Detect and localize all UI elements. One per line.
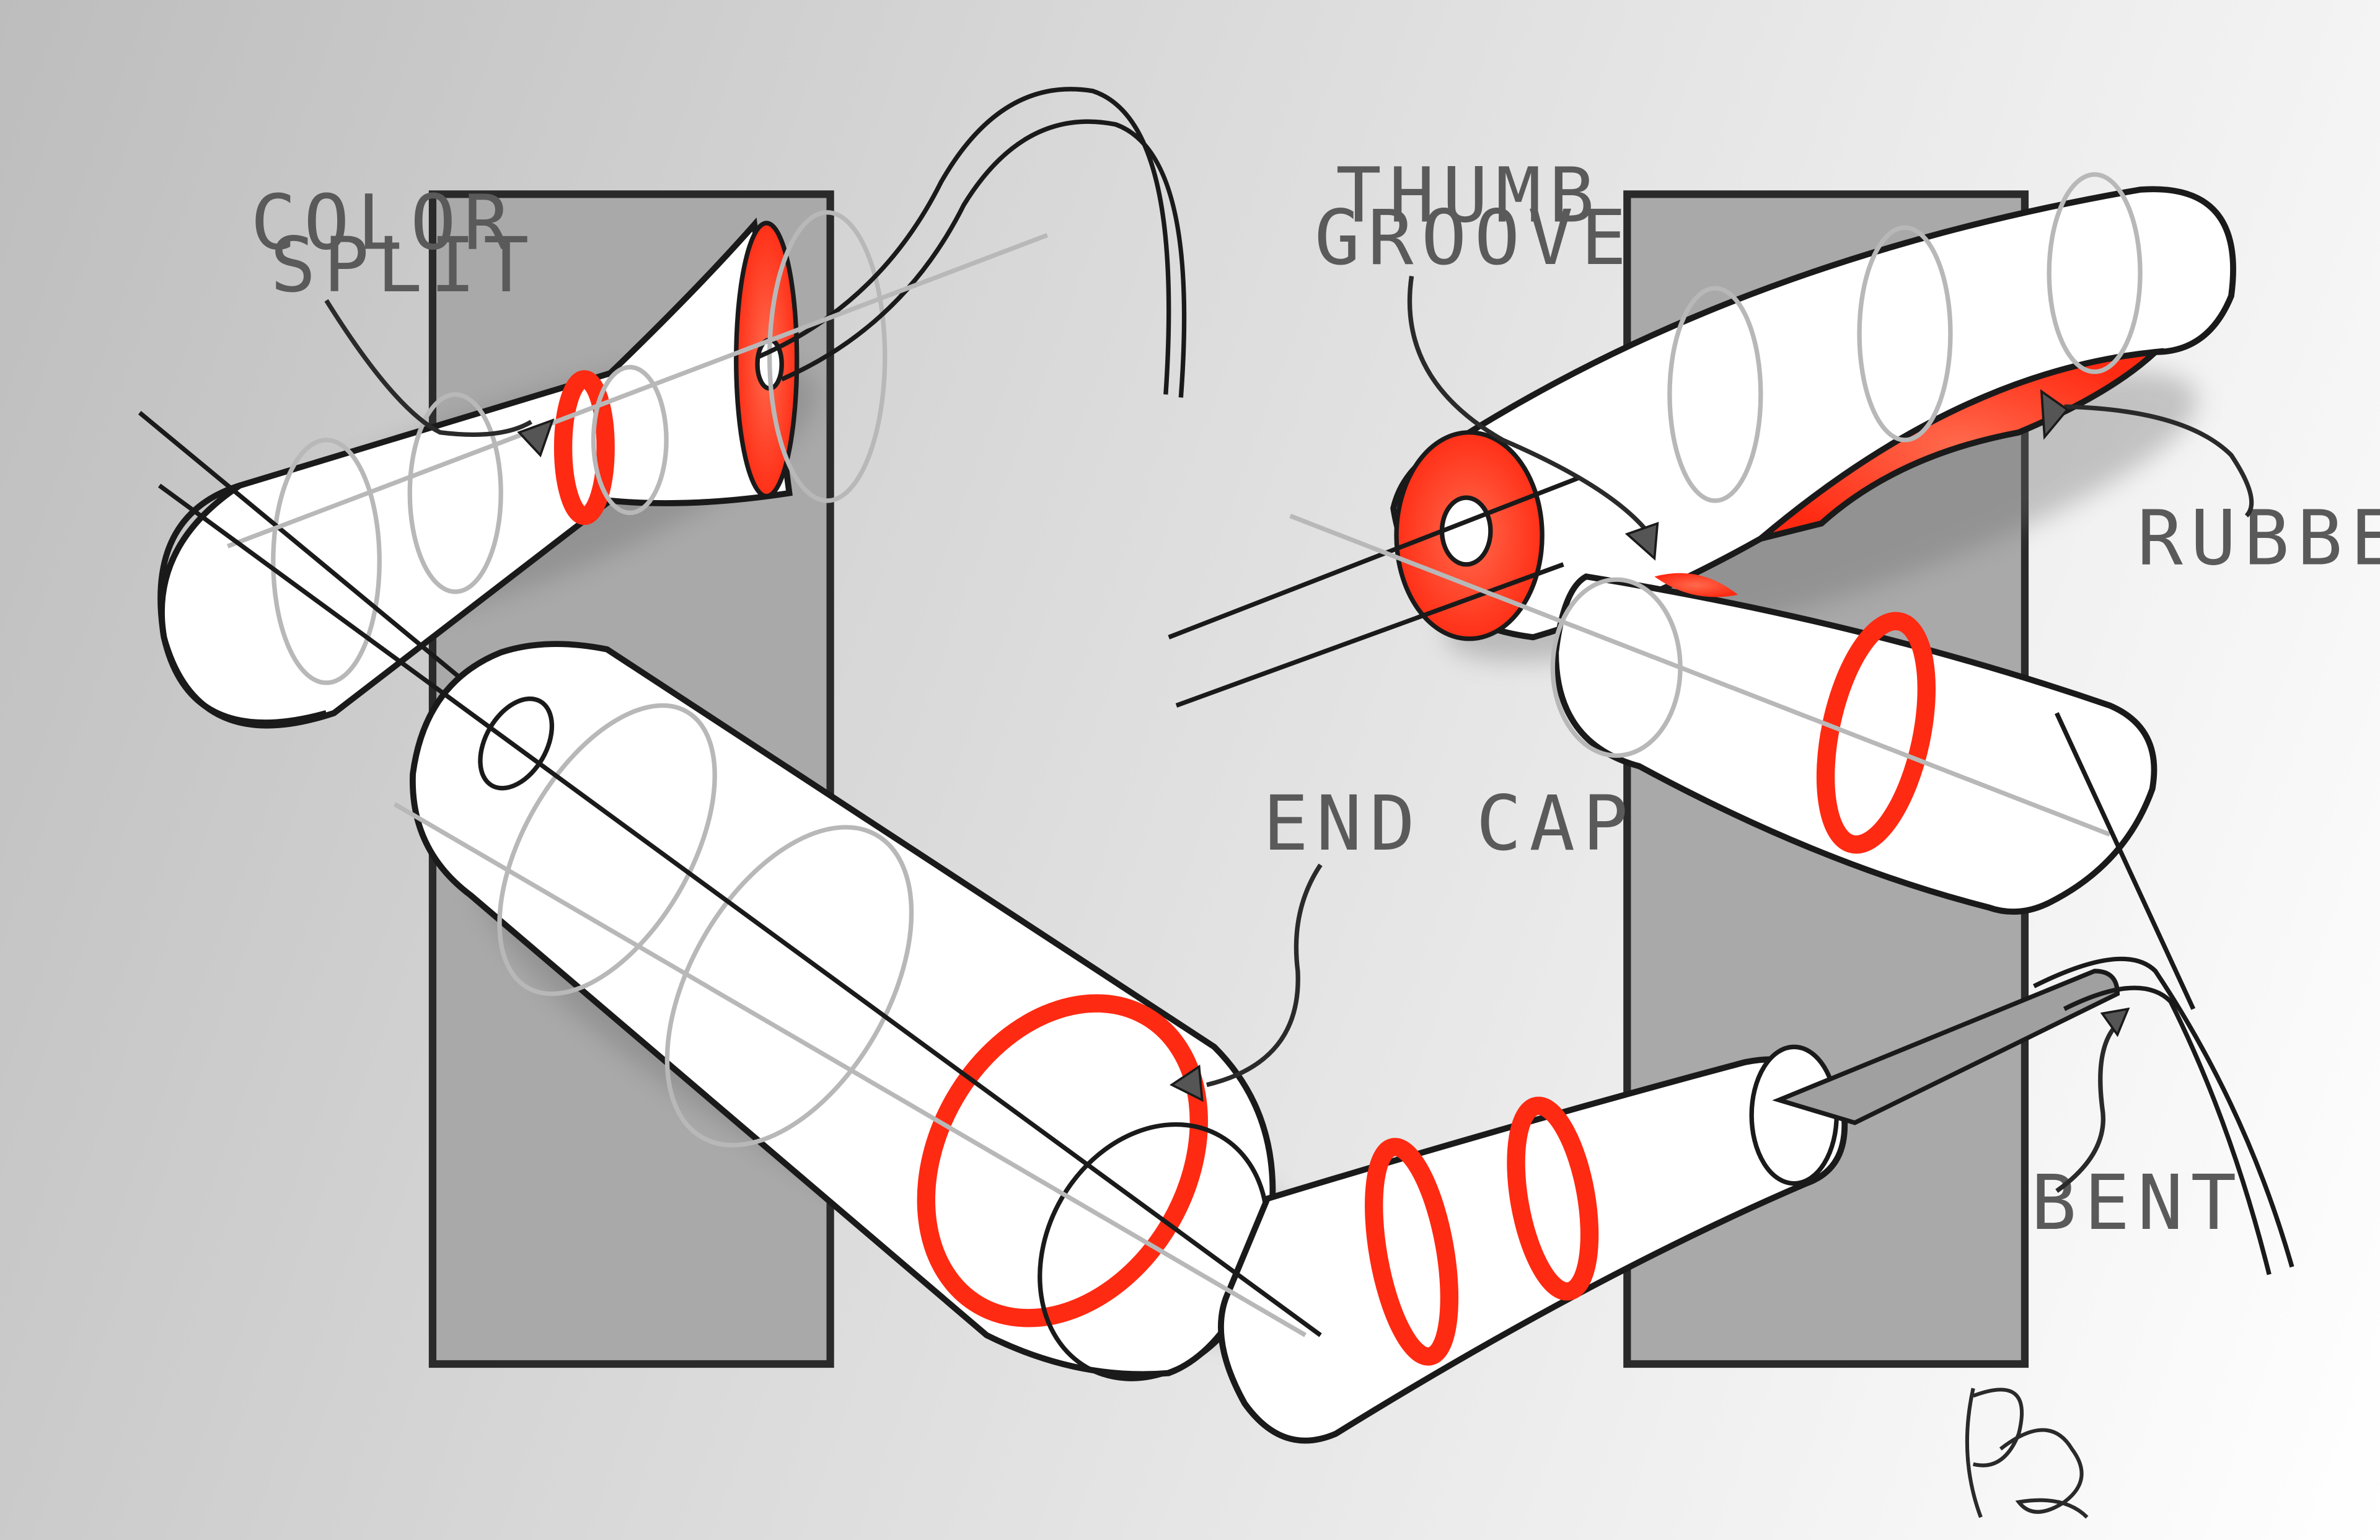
annotation-label: GROOVE: [1315, 193, 1634, 282]
annotation-label: RUBBER: [2137, 494, 2380, 583]
annotation-end-cap: END CAP: [1169, 779, 1636, 1102]
construction-axis: [1168, 475, 1580, 640]
annotation-label: SPLIT: [270, 221, 537, 309]
construction-ellipse: [271, 438, 382, 685]
rubber-strip: [1758, 348, 2164, 542]
construction-axis: [2055, 712, 2196, 1010]
cable: [780, 119, 1187, 398]
bent-ring-1: [1365, 1138, 1459, 1366]
leader-line: [1206, 863, 1323, 1088]
end-face-hole: [1439, 495, 1493, 567]
leader-line: [2055, 1022, 2119, 1193]
grip-end-face: [157, 482, 327, 726]
construction-ellipse: [1667, 286, 1763, 503]
construction-axis: [393, 802, 1307, 1337]
construction-axis: [1289, 513, 2111, 837]
annotation-label: THUMB: [1336, 151, 1602, 239]
construction-ellipse: [591, 364, 669, 516]
rod: [1772, 969, 2120, 1125]
annotation-bent: BENT: [2031, 1007, 2244, 1247]
construction-ellipse: [767, 210, 888, 503]
lower-body: [1553, 573, 2157, 915]
construction-ellipse: [1857, 225, 1953, 442]
construction-axis: [227, 233, 1049, 548]
leader-arrow-icon: [1624, 521, 1659, 561]
grip-thumb-groove: [1168, 172, 2236, 1010]
thumb-groove-mark: [1654, 573, 1739, 597]
cable: [758, 87, 1171, 395]
artist-signature: [1965, 1388, 2089, 1519]
leader-line: [2064, 404, 2254, 518]
construction-ellipse: [664, 825, 914, 1148]
leader-line: [324, 299, 533, 438]
grip-end-cap: [157, 483, 2294, 1444]
annotation-label: COLOR: [250, 178, 517, 267]
leader-arrow-icon: [517, 418, 555, 457]
construction-ellipse: [407, 392, 503, 594]
bent-ring-2: [1507, 1096, 1599, 1301]
leader-arrow-icon: [2040, 389, 2069, 440]
split-ring: [1816, 612, 1936, 854]
annotation-rubber: RUBBER: [2040, 389, 2380, 583]
construction-ellipse: [2047, 172, 2143, 374]
leader-line: [1407, 276, 1649, 533]
annotation-label: BENT: [2031, 1158, 2244, 1247]
leader-arrow-icon: [1169, 1064, 1204, 1102]
bent-rod-curve: [2063, 985, 2272, 1275]
annotation-label: END CAP: [1263, 779, 1636, 868]
bent-rod-curve: [2032, 956, 2294, 1268]
construction-axis: [157, 483, 1322, 1337]
construction-axis: [1175, 562, 1564, 708]
color-split-ring: [553, 370, 615, 526]
construction-ellipse: [497, 703, 717, 997]
leader-arrow-icon: [2100, 1007, 2130, 1037]
annotation-thumb-groove: THUMB GROOVE: [1315, 151, 1659, 561]
annotation-color-split: COLOR SPLIT: [250, 178, 555, 457]
